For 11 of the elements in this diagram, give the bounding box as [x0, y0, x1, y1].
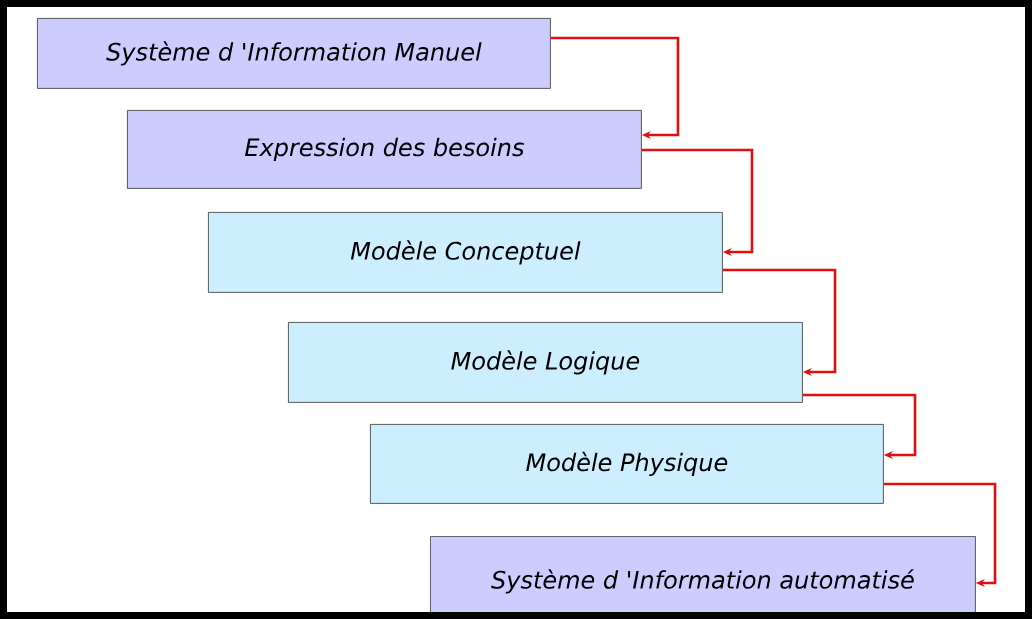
- arrow: [883, 482, 997, 588]
- process-box: Système d 'Information Manuel: [37, 18, 551, 89]
- arrow: [802, 393, 917, 460]
- process-box: Modèle Logique: [288, 322, 803, 403]
- process-box: Système d 'Information automatisé: [430, 536, 976, 619]
- process-box: Modèle Conceptuel: [208, 212, 723, 293]
- arrow: [550, 36, 680, 140]
- process-box: Modèle Physique: [370, 424, 884, 504]
- arrow: [641, 148, 754, 257]
- process-box: Expression des besoins: [127, 110, 642, 189]
- arrow: [722, 268, 837, 377]
